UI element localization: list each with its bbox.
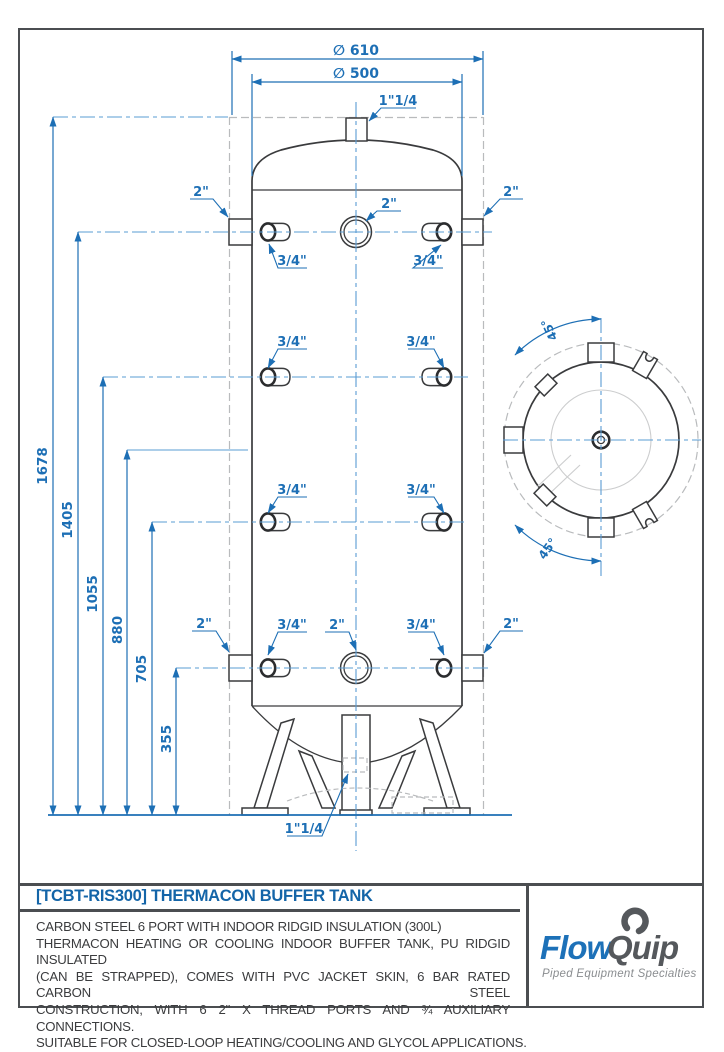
height-label-1055: 1055 xyxy=(85,575,101,613)
port-label-2in: 2" xyxy=(329,618,345,633)
description-line: CARBON STEEL 6 PORT WITH INDOOR RIDGID I… xyxy=(36,919,442,934)
port-label-34in: 3/4" xyxy=(277,254,307,269)
dimension-lines xyxy=(49,51,484,816)
port-label-34in: 3/4" xyxy=(413,254,443,269)
company-logo: Flow Quip Piped Equipment Specialties xyxy=(540,907,697,980)
se-lifting-lug xyxy=(631,500,659,530)
port-label-2in: 2" xyxy=(193,185,209,200)
inner-diameter-label: ∅ 500 xyxy=(333,66,379,82)
title-underline-rule xyxy=(20,909,520,912)
page: { "colors": { "dimension_blue": "#1d6fb5… xyxy=(18,28,704,1051)
left-foot-plate xyxy=(241,807,289,816)
angle-label-top: 45° xyxy=(538,316,560,342)
height-label-1678: 1678 xyxy=(35,447,51,485)
ne-lifting-lug xyxy=(631,350,659,380)
tank-outline xyxy=(251,117,463,763)
description-line: SUITABLE FOR CLOSED-LOOP HEATING/COOLING… xyxy=(36,1035,527,1051)
port-label-34in: 3/4" xyxy=(277,483,307,498)
height-label-705: 705 xyxy=(134,655,150,683)
description-line: CONSTRUCTION, WITH 6 2" X THREAD PORTS A… xyxy=(36,1001,510,1034)
bottom-port-label: 1"1/4 xyxy=(285,822,324,837)
title-block-top-rule xyxy=(18,883,704,886)
port-label-2in: 2" xyxy=(503,185,519,200)
port-label-2in: 2" xyxy=(381,197,397,212)
nw-aux-port xyxy=(533,372,559,398)
port-label-34in: 3/4" xyxy=(406,618,436,633)
sw-aux-port xyxy=(532,482,558,508)
logo-tagline: Piped Equipment Specialties xyxy=(542,968,697,980)
top-view: 45° 45° xyxy=(503,315,701,578)
wrench-icon xyxy=(621,907,649,935)
port-label-34in: 3/4" xyxy=(406,335,436,350)
height-label-355: 355 xyxy=(159,725,175,753)
port-label-34in: 3/4" xyxy=(277,335,307,350)
description-line: THERMACON HEATING OR COOLING INDOOR BUFF… xyxy=(36,935,510,968)
port-label-34in: 3/4" xyxy=(277,618,307,633)
port-labels: 1"1/4 2" 2" 2" 3/4" 3/4" 3/4" 3/4" 3/4" … xyxy=(190,94,523,837)
port-label-34in: 3/4" xyxy=(406,483,436,498)
side-ports-2in xyxy=(228,218,484,682)
angle-label-bottom: 45° xyxy=(535,535,559,562)
logo-quip-text: Quip xyxy=(607,929,679,966)
description-line: (CAN BE STRAPPED), COMES WITH PVC JACKET… xyxy=(36,968,510,1001)
right-foot-plate xyxy=(423,807,471,816)
logo-flow-text: Flow xyxy=(540,929,614,966)
technical-drawing: ∅ 610 ∅ 500 1678 1405 1055 880 705 355 1… xyxy=(35,43,701,851)
port-label-2in: 2" xyxy=(196,617,212,632)
top-port-label: 1"1/4 xyxy=(379,94,418,109)
title-block-divider xyxy=(526,884,529,1006)
drawing-description: CARBON STEEL 6 PORT WITH INDOOR RIDGID I… xyxy=(36,919,527,1052)
front-view: ∅ 610 ∅ 500 1678 1405 1055 880 705 355 1… xyxy=(35,43,523,851)
outer-diameter-label: ∅ 610 xyxy=(333,43,379,59)
hidden-lines xyxy=(286,757,454,814)
height-label-880: 880 xyxy=(110,616,126,644)
port-label-2in: 2" xyxy=(503,617,519,632)
drawing-title: [TCBT-RIS300] THERMACON BUFFER TANK xyxy=(36,887,373,905)
height-label-1405: 1405 xyxy=(60,501,76,539)
drawing-border xyxy=(18,28,704,1008)
